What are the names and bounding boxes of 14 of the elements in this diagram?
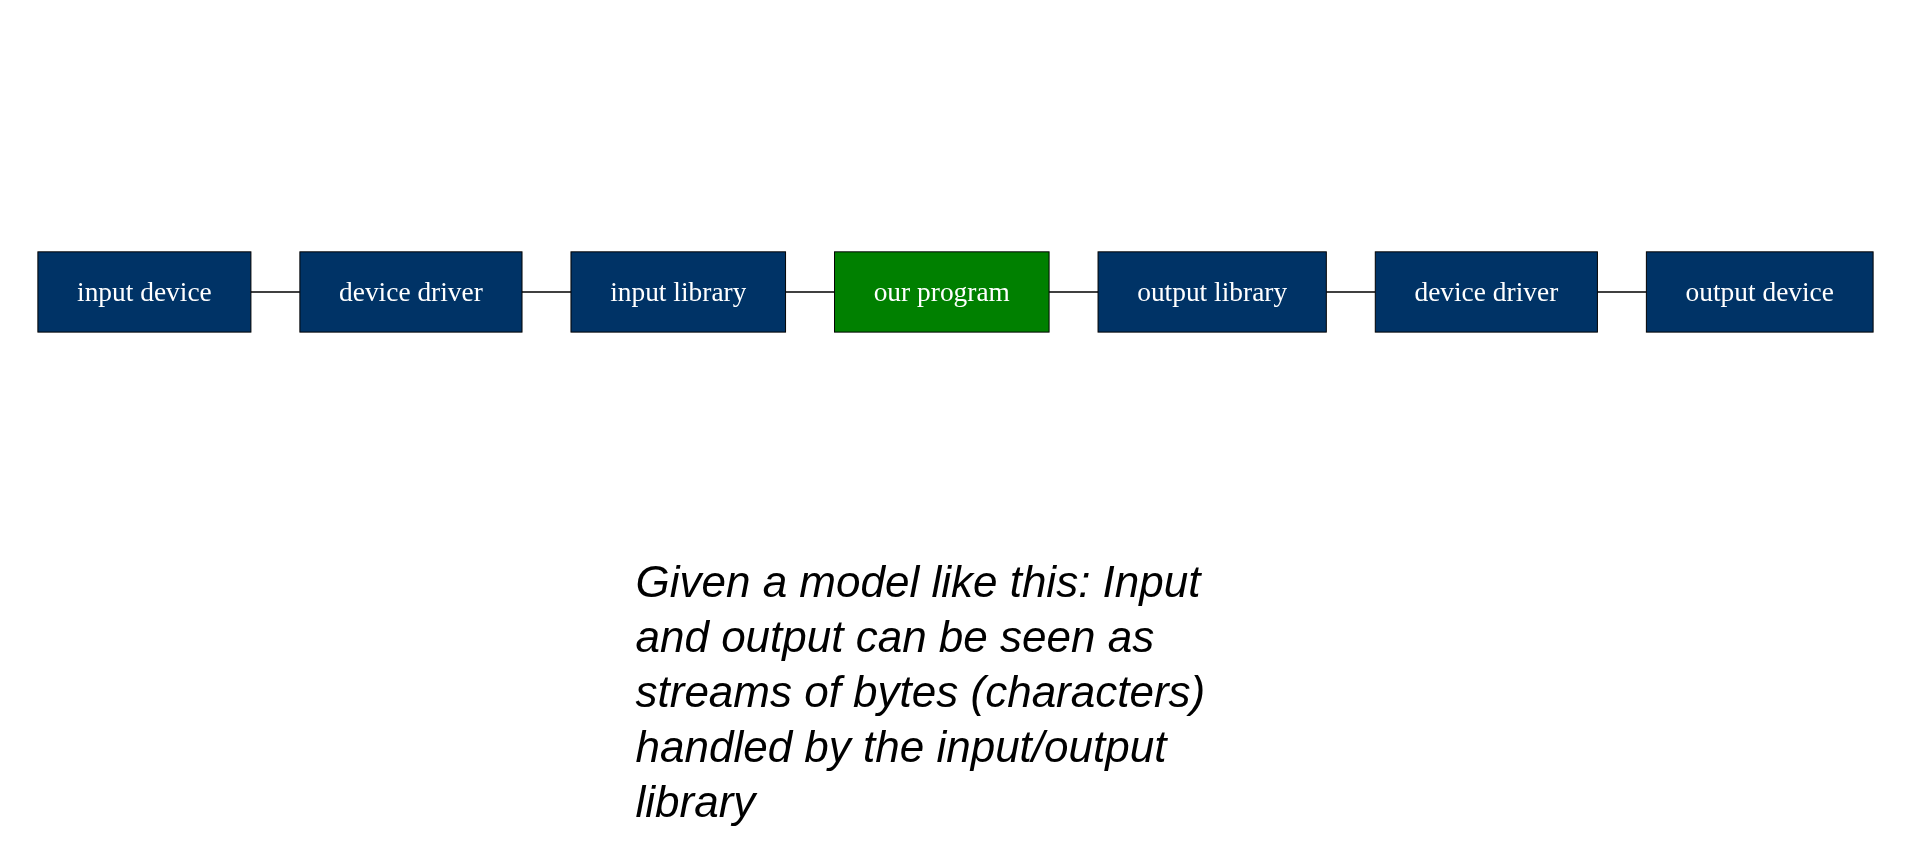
node-box: input library — [570, 251, 787, 333]
node-box: device driver — [1374, 251, 1598, 333]
connector — [1325, 291, 1376, 293]
connector — [250, 291, 301, 293]
node-box: our program — [834, 251, 1050, 333]
node-box: input device — [37, 251, 252, 333]
connector — [521, 291, 572, 293]
node-box: output device — [1645, 251, 1874, 333]
connector — [1596, 291, 1648, 293]
node-box: device driver — [299, 251, 523, 333]
node-box: output library — [1097, 251, 1327, 333]
connector — [784, 291, 836, 293]
connector — [1048, 291, 1099, 293]
note-text: Given a model like this: Input and output can be seen as streams of bytes (characters) handled by the input/output library — [635, 556, 1207, 828]
